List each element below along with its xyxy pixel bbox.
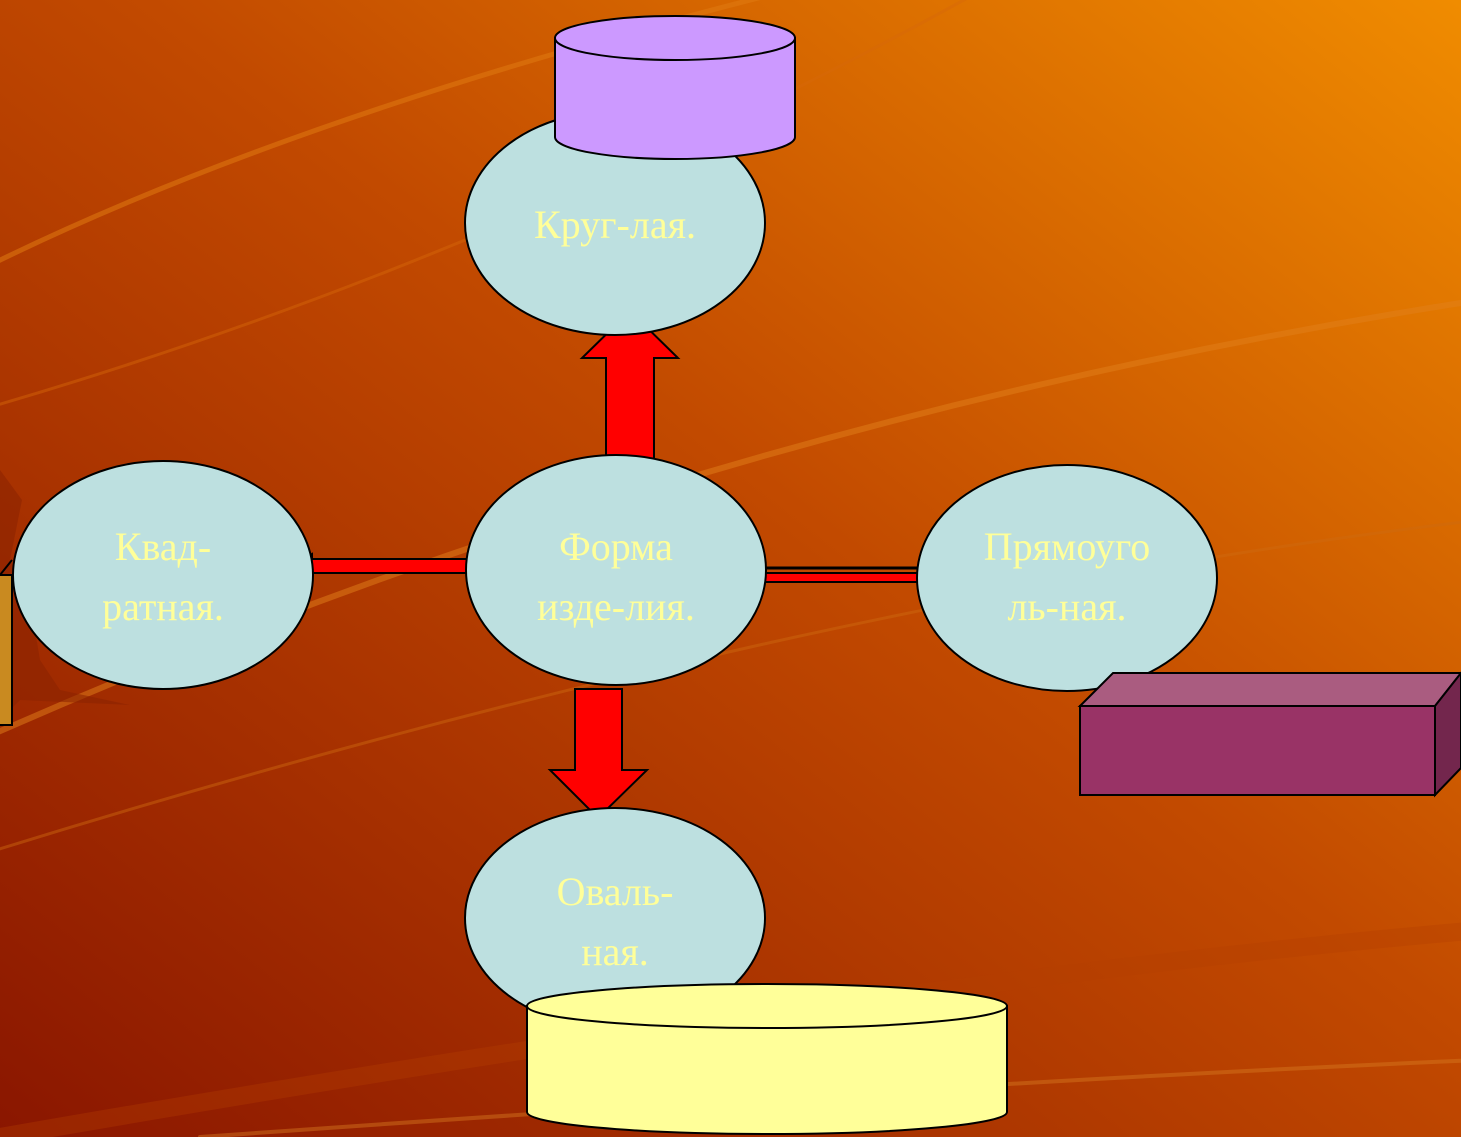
node-top-label: Круг-лая. [534, 202, 696, 247]
node-right: Прямоуго ль-ная. [916, 464, 1218, 692]
node-center-label-line1: Форма [559, 524, 673, 569]
node-center-shape [465, 454, 767, 686]
node-left-label-line2: ратная. [102, 584, 224, 629]
node-left: Квад- ратная. [12, 460, 314, 690]
node-left-shape [12, 460, 314, 690]
left-edge-figure [0, 470, 130, 726]
yellow-cylinder [526, 983, 1008, 1135]
left-box-fragment [0, 574, 13, 726]
node-center-label-line2: изде-лия. [537, 584, 695, 629]
node-right-label-line1: Прямоуго [984, 524, 1150, 569]
arrow-down [547, 688, 650, 820]
node-bottom-label-line1: Оваль- [557, 869, 674, 914]
node-center: Форма изде-лия. [465, 454, 767, 686]
node-right-shape [916, 464, 1218, 692]
node-left-label-line1: Квад- [115, 524, 211, 569]
purple-cylinder [554, 15, 796, 160]
node-bottom: Оваль- ная. [464, 807, 766, 1029]
magenta-box [1077, 671, 1461, 798]
node-bottom-label-line2: ная. [581, 929, 649, 974]
node-right-label-line2: ль-ная. [1007, 584, 1126, 629]
arrow-up [579, 309, 681, 468]
